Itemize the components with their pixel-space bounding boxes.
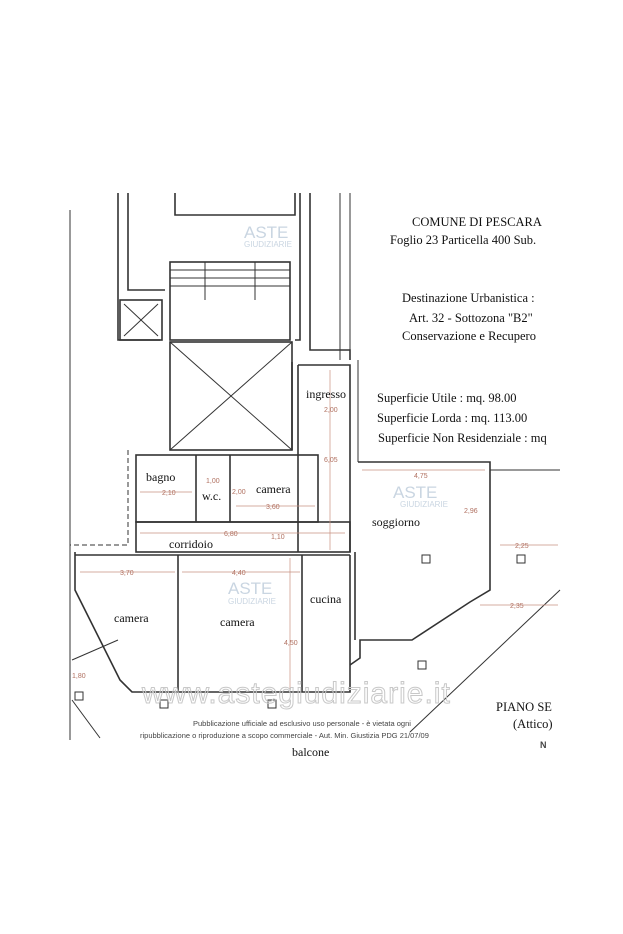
zona-text: Conservazione e Recupero xyxy=(402,329,536,343)
notice-line-1: Pubblicazione ufficiale ad esclusivo uso… xyxy=(193,719,411,728)
watermark-logo: GIUDIZIARIE xyxy=(400,500,448,509)
dim-label: 2,00 xyxy=(232,489,246,496)
dim-label: 4,40 xyxy=(232,570,246,577)
dim-label: 3,70 xyxy=(120,570,134,577)
dim-label: 2,25 xyxy=(515,543,529,550)
superficie-non-residenziale: Superficie Non Residenziale : mq xyxy=(378,431,547,445)
dim-label: 2,00 xyxy=(324,407,338,414)
watermark-logo: ASTE xyxy=(228,579,272,598)
comune-title: COMUNE DI PESCARA xyxy=(412,215,542,229)
pillars xyxy=(74,554,526,709)
room-camera-top: camera xyxy=(256,482,291,496)
destinazione-label: Destinazione Urbanistica : xyxy=(402,291,535,305)
walls xyxy=(69,193,561,740)
room-camera-mid: camera xyxy=(220,615,255,629)
dim-label: 4,50 xyxy=(284,640,298,647)
superficie-lorda: Superficie Lorda : mq. 113.00 xyxy=(377,411,527,425)
dim-label: 1,10 xyxy=(271,534,285,541)
floor-name: PIANO SE xyxy=(496,700,552,714)
dim-label: 2,96 xyxy=(464,508,478,515)
dimension-labels: 2,00 6,05 4,75 2,96 2,25 2,35 2,10 1,00 … xyxy=(72,407,529,680)
dim-label: 4,75 xyxy=(414,473,428,480)
dim-label: 6,80 xyxy=(224,531,238,538)
watermarks: ASTE GIUDIZIARIE ASTE GIUDIZIARIE ASTE G… xyxy=(140,223,451,740)
dim-label: 6,05 xyxy=(324,457,338,464)
room-soggiorno: soggiorno xyxy=(372,515,420,529)
room-ingresso: ingresso xyxy=(306,387,346,401)
dim-label: 1,00 xyxy=(206,478,220,485)
watermark-logo: GIUDIZIARIE xyxy=(244,240,292,249)
dim-label: 1,80 xyxy=(72,673,86,680)
north-indicator: N xyxy=(540,740,547,750)
articolo-text: Art. 32 - Sottozona "B2" xyxy=(409,311,533,325)
watermark-logo: ASTE xyxy=(393,483,437,502)
room-bagno: bagno xyxy=(146,470,175,484)
dim-label: 2,35 xyxy=(510,603,524,610)
room-camera-left: camera xyxy=(114,611,149,625)
title-block: COMUNE DI PESCARA Foglio 23 Particella 4… xyxy=(377,215,553,750)
superficie-utile: Superficie Utile : mq. 98.00 xyxy=(377,391,517,405)
room-wc: w.c. xyxy=(202,489,221,503)
room-labels: ingresso bagno w.c. camera corridoio sog… xyxy=(114,387,420,759)
room-balcone: balcone xyxy=(292,745,329,759)
watermark-site: www.astegiudiziarie.it xyxy=(141,677,451,710)
floor-sub: (Attico) xyxy=(513,717,553,731)
dim-label: 3,60 xyxy=(266,504,280,511)
dimension-lines xyxy=(80,370,558,690)
foglio-text: Foglio 23 Particella 400 Sub. xyxy=(390,233,536,247)
watermark-logo: ASTE xyxy=(244,223,288,242)
room-cucina: cucina xyxy=(310,592,342,606)
notice-line-2: ripubblicazione o riproduzione a scopo c… xyxy=(140,731,429,740)
watermark-logo: GIUDIZIARIE xyxy=(228,597,276,606)
room-corridoio: corridoio xyxy=(169,537,213,551)
dim-label: 2,10 xyxy=(162,490,176,497)
